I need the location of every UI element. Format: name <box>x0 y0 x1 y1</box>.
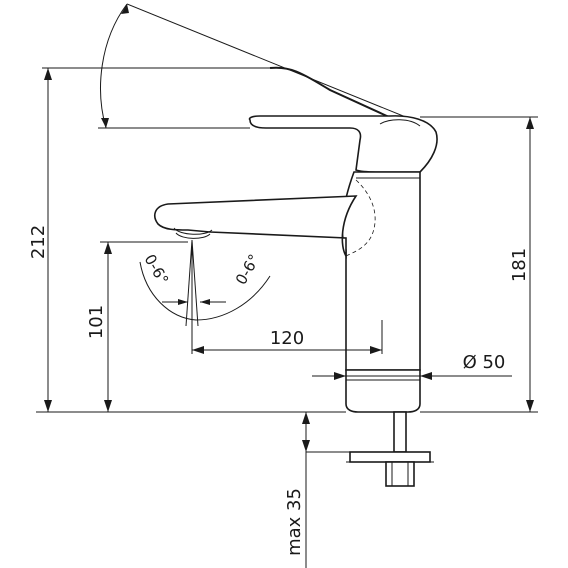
base-diameter-label: Ø 50 <box>463 352 506 373</box>
lever-angle-arc <box>100 3 129 129</box>
faucet-spout <box>154 195 358 259</box>
dimension-base-diameter: Ø 50 <box>312 352 512 380</box>
body-height-label: 181 <box>509 248 530 282</box>
spout-height-label: 101 <box>86 305 107 339</box>
max-deck-thickness-label: max 35 <box>284 488 305 556</box>
spout-reach-label: 120 <box>270 328 304 349</box>
right-tilt-label: 0-6° <box>232 251 264 288</box>
lever-open-position <box>42 3 419 123</box>
dimension-total-height: 212 <box>28 68 52 412</box>
lever-closed <box>98 115 438 173</box>
total-height-label: 212 <box>28 225 49 259</box>
dimension-spout-height: 101 <box>86 241 188 412</box>
mounting-hardware <box>346 411 434 487</box>
spray-angle: 0-6° 0-6° <box>139 239 271 330</box>
left-tilt-label: 0-6° <box>141 251 173 288</box>
dimension-body-height: 181 <box>420 116 538 413</box>
faucet-base <box>345 369 421 413</box>
dimension-spout-reach: 120 <box>191 240 383 354</box>
faucet-body <box>341 171 421 371</box>
dimension-max-deck-thickness: max 35 <box>284 412 350 568</box>
